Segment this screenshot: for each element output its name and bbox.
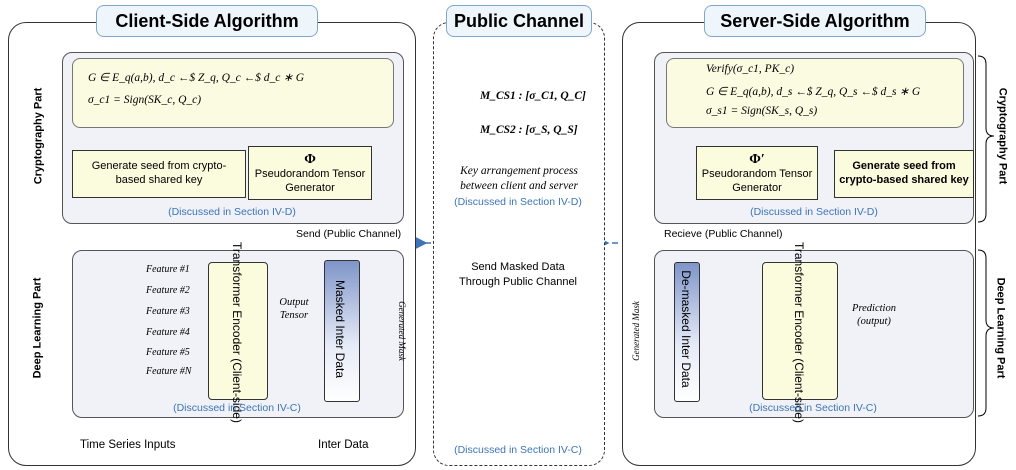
server-formula-line1: Verify(σ_c1, PK_c) bbox=[706, 63, 795, 75]
server-encoder-box bbox=[762, 262, 838, 400]
msg1-label: M_CS1 : [σ_C1, Q_C] bbox=[480, 90, 586, 102]
feature-2: Feature #2 bbox=[146, 285, 190, 296]
feature-4: Feature #4 bbox=[146, 327, 190, 338]
server-formula-line3: σ_s1 = Sign(SK_s, Q_s) bbox=[706, 105, 818, 117]
inter-data-label: Inter Data bbox=[318, 439, 369, 451]
receive-public-channel-label: Recieve (Public Channel) bbox=[664, 228, 783, 240]
feature-3: Feature #3 bbox=[146, 306, 190, 317]
server-title: Server-Side Algorithm bbox=[704, 5, 926, 37]
client-seed-box: Generate seed from crypto-based shared k… bbox=[72, 150, 246, 198]
server-prng-label: Pseudorandom Tensor Generator bbox=[701, 168, 813, 194]
server-crypto-discussed: (Discussed in Section IV-D) bbox=[750, 206, 878, 218]
public-crypto-discussed: (Discussed in Section IV-D) bbox=[454, 196, 582, 208]
server-prng-box: Φ′ Pseudorandom Tensor Generator bbox=[696, 146, 818, 200]
feature-n: Feature #N bbox=[146, 366, 192, 377]
send-public-channel-label: Send (Public Channel) bbox=[296, 228, 402, 240]
output-tensor-label: Output Tensor bbox=[279, 297, 309, 322]
client-crypto-discussed: (Discussed in Section IV-D) bbox=[168, 206, 296, 218]
client-encoder-label: Transformer Encoder (Client-side) bbox=[230, 242, 244, 423]
client-formula-box bbox=[72, 58, 394, 128]
client-prng-symbol: Φ bbox=[304, 151, 316, 167]
server-formula-line2: G ∈ E_q(a,b), d_s ←$ Z_q, Q_s ←$ d_s ∗ G bbox=[706, 86, 921, 98]
masked-inter-data-label: Masked Inter Data bbox=[333, 279, 347, 379]
server-prng-symbol: Φ′ bbox=[749, 151, 765, 167]
time-series-inputs-label: Time Series Inputs bbox=[80, 439, 176, 451]
public-channel-title: Public Channel bbox=[446, 5, 592, 37]
client-prng-label: Pseudorandom Tensor Generator bbox=[254, 168, 366, 194]
send-masked-text: Send Masked Data Through Public Channel bbox=[458, 261, 578, 288]
server-dl-side-label: Deep Learning Part bbox=[994, 277, 1007, 379]
feature-5: Feature #5 bbox=[146, 347, 190, 358]
demasked-inter-data-label: De-masked Inter Data bbox=[679, 270, 693, 388]
demasked-inter-data bbox=[674, 262, 700, 402]
public-channel-panel bbox=[433, 22, 605, 466]
server-seed-box: Generate seed from crypto-based shared k… bbox=[834, 150, 974, 198]
masked-inter-data bbox=[324, 260, 360, 402]
server-formula-box bbox=[666, 58, 964, 128]
msg2-label: M_CS2 : [σ_S, Q_S] bbox=[480, 124, 578, 136]
server-encoder-label: Transformer Encoder (Client-side) bbox=[792, 242, 806, 423]
client-encoder-box bbox=[208, 262, 268, 400]
client-dl-discussed: (Discussed in Section IV-C) bbox=[173, 402, 301, 414]
client-generated-mask-label: Generated Mask bbox=[397, 301, 407, 361]
server-crypto-side-label: Cryptography Part bbox=[996, 87, 1009, 185]
server-generated-mask-label: Generated Mask bbox=[631, 301, 641, 361]
client-formula-line1: G ∈ E_q(a,b), d_c ←$ Z_q, Q_c ←$ d_c ∗ G bbox=[88, 72, 305, 84]
client-dl-side-label: Deep Learning Part bbox=[31, 277, 44, 379]
client-title: Client-Side Algorithm bbox=[96, 5, 318, 37]
client-prng-box: Φ Pseudorandom Tensor Generator bbox=[248, 146, 372, 200]
key-arrangement-text: Key arrangement process between client a… bbox=[460, 165, 578, 192]
feature-1: Feature #1 bbox=[146, 264, 190, 275]
client-crypto-side-label: Cryptography Part bbox=[32, 87, 45, 185]
public-dl-discussed: (Discussed in Section IV-C) bbox=[454, 444, 582, 456]
prediction-label: Prediction (output) bbox=[852, 303, 896, 328]
client-formula-line2: σ_c1 = Sign(SK_c, Q_c) bbox=[88, 94, 202, 106]
server-dl-discussed: (Discussed in Section IV-C) bbox=[749, 402, 877, 414]
